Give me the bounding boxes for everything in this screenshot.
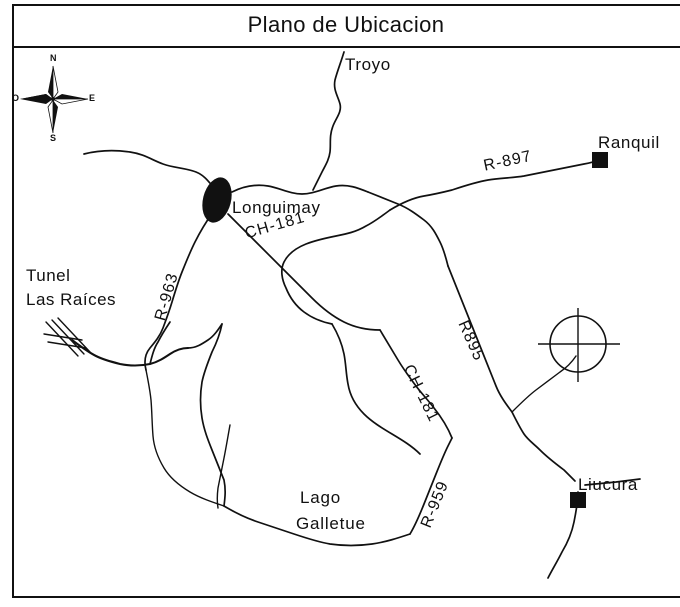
road-tunnel-access	[70, 323, 223, 367]
place-label-liucura[interactable]: Liucura	[578, 475, 638, 494]
road-ch181-south-arm	[379, 329, 453, 439]
road-west-boundary	[199, 323, 226, 507]
road-r897	[389, 159, 599, 211]
tunnel-hatch-icon	[43, 317, 91, 357]
ranquil-marker[interactable]	[592, 152, 608, 168]
longuimay-marker[interactable]	[198, 174, 236, 225]
feature-label-lago-line2: Galletue	[296, 514, 366, 533]
road-central-valley	[331, 323, 421, 455]
feature-label-tunel-line2: Las Raíces	[26, 290, 117, 309]
map-canvas[interactable]: .rd { fill:none; stroke:#111; stroke-wid…	[14, 48, 680, 596]
compass-rose-icon	[20, 65, 89, 134]
place-label-ranquil[interactable]: Ranquil	[598, 133, 660, 152]
feature-label-tunel-line1: Tunel	[26, 266, 71, 285]
road-upper-right-branch	[367, 191, 449, 267]
road-lago-west	[223, 505, 411, 547]
compass-west-label: O	[12, 93, 20, 103]
road-reference-connector	[511, 355, 577, 413]
liucura-marker[interactable]	[570, 492, 586, 508]
road-liucura-approach	[511, 411, 576, 482]
reference-point-crosshair-icon	[538, 308, 620, 382]
road-troyo-segment	[312, 51, 345, 191]
feature-label-lago-line1: Lago	[300, 488, 342, 507]
road-r963-corridor	[144, 211, 225, 507]
page-title: Plano de Ubicacion	[247, 12, 445, 37]
road-liucura-stub	[584, 478, 641, 486]
road-ch181-south	[227, 213, 381, 331]
road-r895	[447, 265, 513, 413]
drawing-frame	[12, 4, 680, 598]
place-label-troyo[interactable]: Troyo	[345, 55, 391, 74]
road-r959	[409, 437, 453, 535]
compass-east-label: E	[89, 93, 96, 103]
compass-south-label: S	[50, 133, 57, 143]
road-inner-lobe-north	[280, 209, 391, 325]
road-northwest-arterial	[83, 149, 217, 191]
road-tunnel-north-branch	[149, 321, 171, 365]
map-drawing: .rd { fill:none; stroke:#111; stroke-wid…	[20, 51, 641, 579]
compass-north-label: N	[50, 53, 57, 63]
road-longuimay-northeast	[231, 184, 369, 195]
title-bar: Plano de Ubicacion	[12, 4, 680, 48]
place-label-longuimay[interactable]: Longuimay	[232, 198, 321, 217]
